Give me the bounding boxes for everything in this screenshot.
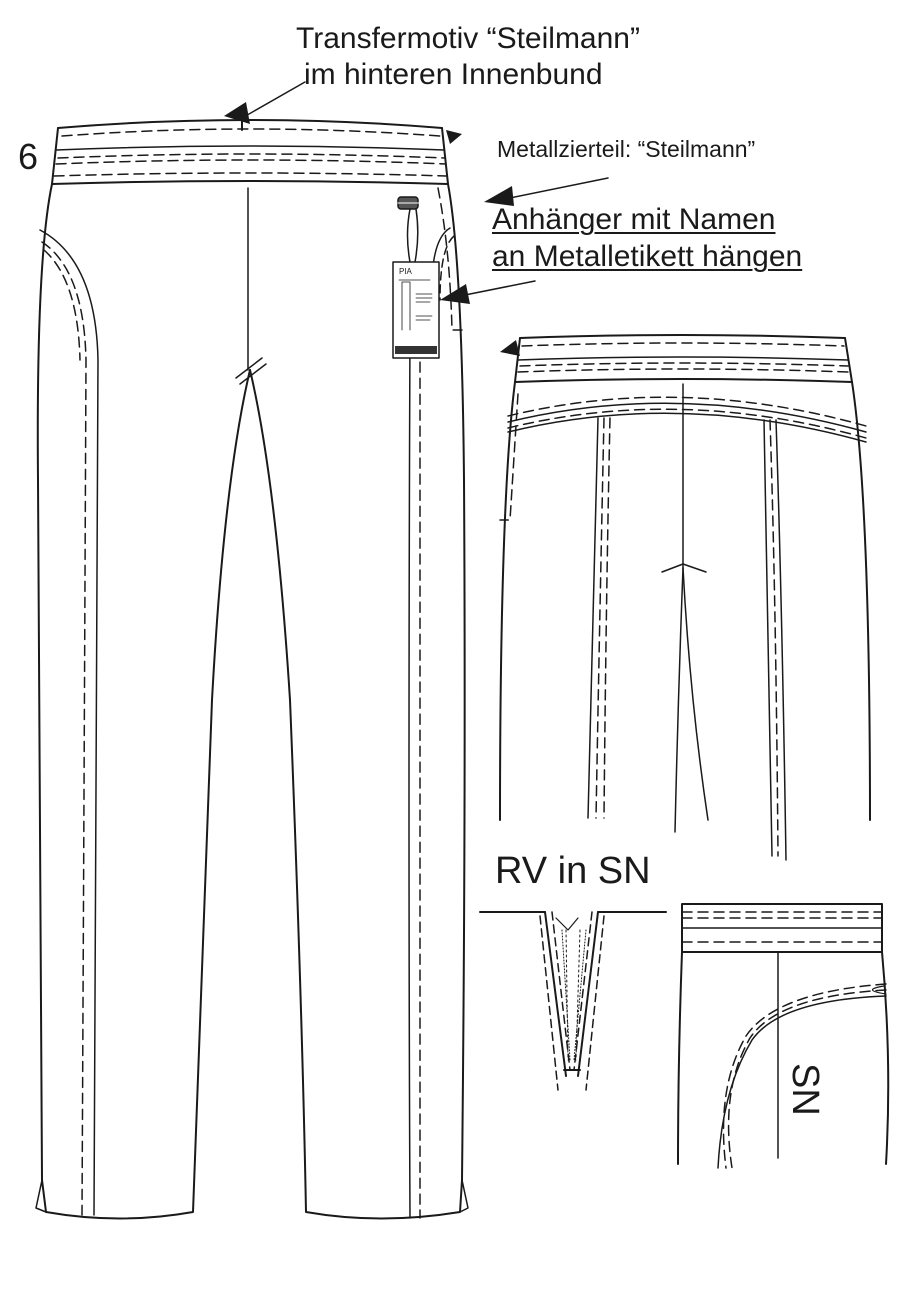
hang-tag-name: PIA [399, 267, 413, 276]
hang-tag-label-line2: an Metalletikett hängen [492, 240, 803, 273]
transfer-motif-label-line2: im hinteren Innenbund [304, 58, 603, 91]
transfer-motif-label-line1: Transfermotiv “Steilmann” [296, 22, 640, 55]
metal-trim-label: Metallzierteil: “Steilmann” [497, 136, 756, 162]
side-seam-detail [677, 903, 890, 1169]
front-view-trousers: PIA [35, 115, 469, 1220]
hang-tag-label-line1: Anhänger mit Namen [492, 203, 776, 236]
hang-tag [392, 261, 440, 359]
page-number: 6 [18, 136, 39, 177]
zipper-detail [479, 911, 667, 1091]
zipper-detail-title: RV in SN [495, 850, 651, 892]
back-view-detail [499, 334, 871, 861]
annotation-arrows [224, 81, 609, 356]
